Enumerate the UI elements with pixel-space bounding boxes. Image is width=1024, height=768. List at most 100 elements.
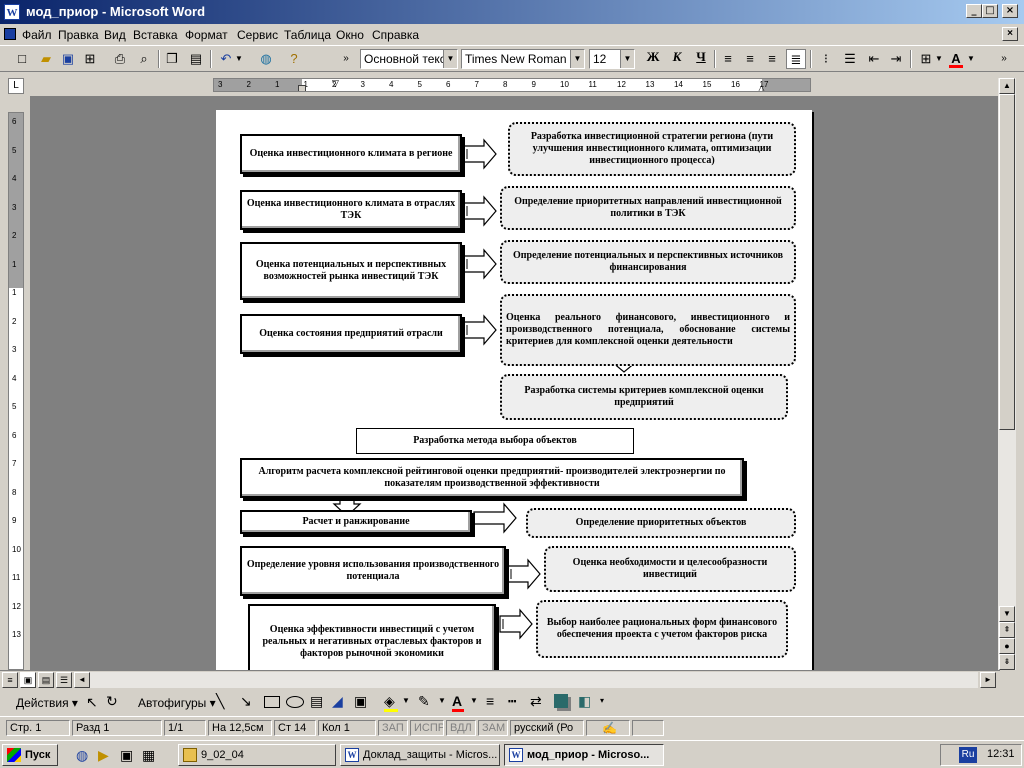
maximize-button[interactable]: □ bbox=[982, 4, 998, 18]
menu-window[interactable]: Окно bbox=[336, 28, 364, 42]
next-page-icon[interactable]: ⇟ bbox=[999, 654, 1015, 670]
clip-art-icon[interactable]: ▣ bbox=[354, 693, 368, 709]
print-preview-icon[interactable]: ⌕ bbox=[140, 51, 148, 66]
drawbar-options-icon[interactable]: ▾ bbox=[600, 696, 605, 705]
status-overtype[interactable]: ЗАМ bbox=[478, 720, 508, 736]
borders-dropdown-icon[interactable]: ▼ bbox=[935, 54, 943, 63]
fill-color-icon[interactable]: ◈ bbox=[384, 693, 398, 712]
toolbar-options-icon[interactable]: » bbox=[343, 53, 349, 64]
dash-style-icon[interactable]: ┅ bbox=[508, 693, 517, 709]
font-select[interactable]: Times New Roman▼ bbox=[461, 49, 585, 69]
numbering-icon[interactable]: ⁝ bbox=[823, 51, 829, 66]
select-objects-icon[interactable]: ↖ bbox=[86, 694, 98, 710]
show-desktop-icon[interactable]: ▦ bbox=[142, 747, 156, 763]
tab-selector-icon[interactable]: L bbox=[8, 78, 24, 94]
fill-color-dropdown-icon[interactable]: ▼ bbox=[402, 696, 410, 705]
quick-launch-icon[interactable]: ▣ bbox=[120, 747, 134, 763]
web-globe-icon[interactable]: ◍ bbox=[260, 51, 272, 66]
menu-tools[interactable]: Сервис bbox=[237, 28, 279, 42]
previous-page-icon[interactable]: ⇞ bbox=[999, 622, 1015, 638]
oval-icon[interactable] bbox=[286, 696, 304, 708]
scroll-down-icon[interactable]: ▼ bbox=[999, 606, 1015, 622]
font-color-dropdown-icon[interactable]: ▼ bbox=[967, 54, 975, 63]
shadow-style-icon[interactable] bbox=[554, 694, 568, 708]
wordart-icon[interactable]: ◢ bbox=[332, 693, 343, 709]
undo-dropdown-icon[interactable]: ▼ bbox=[235, 54, 243, 63]
scroll-left-icon[interactable]: ◄ bbox=[74, 672, 90, 688]
taskbar-item-folder[interactable]: 9_02_04 bbox=[178, 744, 336, 766]
underline-button[interactable]: Ч bbox=[696, 49, 706, 64]
document-page[interactable]: Оценка инвестиционного климата в регионе… bbox=[216, 110, 812, 670]
3d-style-icon[interactable]: ◧ bbox=[578, 693, 592, 709]
text-box-icon[interactable]: ▤ bbox=[310, 693, 324, 709]
status-extend[interactable]: ВДЛ bbox=[446, 720, 476, 736]
browse-object-icon[interactable]: ● bbox=[999, 638, 1015, 654]
italic-button[interactable]: К bbox=[672, 49, 682, 64]
print-icon[interactable]: ⎙ bbox=[114, 51, 126, 66]
print-layout-view-icon[interactable]: ▤ bbox=[38, 672, 54, 688]
outline-view-icon[interactable]: ☰ bbox=[56, 672, 72, 688]
bullets-icon[interactable]: ☰ bbox=[844, 51, 856, 66]
menu-view[interactable]: Вид bbox=[104, 28, 126, 42]
style-select[interactable]: Основной текст▼ bbox=[360, 49, 458, 69]
line-color-icon[interactable]: ✎ bbox=[418, 693, 430, 709]
save-icon[interactable]: ▣ bbox=[61, 51, 75, 66]
first-line-indent-marker[interactable]: ▽ bbox=[332, 78, 339, 88]
taskbar-item-report[interactable]: W Доклад_защиты - Micros... bbox=[340, 744, 500, 766]
close-document-button[interactable]: × bbox=[1002, 27, 1018, 41]
menu-file[interactable]: Файл bbox=[22, 28, 52, 42]
draw-font-color-dropdown-icon[interactable]: ▼ bbox=[470, 696, 478, 705]
left-indent-marker[interactable] bbox=[298, 85, 306, 91]
align-left-icon[interactable]: ≡ bbox=[724, 51, 732, 66]
copy-icon[interactable]: ❐ bbox=[166, 51, 178, 66]
line-icon[interactable]: ╲ bbox=[216, 693, 225, 709]
status-language[interactable]: русский (Ро bbox=[510, 720, 584, 736]
line-color-dropdown-icon[interactable]: ▼ bbox=[438, 696, 446, 705]
decrease-indent-icon[interactable]: ⇤ bbox=[868, 51, 880, 66]
font-size-select[interactable]: 12▼ bbox=[589, 49, 635, 69]
horizontal-ruler[interactable]: 3211234567891011121314151617 ▽ △ bbox=[213, 78, 811, 92]
media-player-icon[interactable]: ▶ bbox=[98, 747, 109, 763]
new-document-icon[interactable]: □ bbox=[18, 51, 26, 66]
right-indent-marker[interactable]: △ bbox=[758, 83, 765, 92]
scroll-right-icon[interactable]: ► bbox=[980, 672, 996, 688]
web-layout-view-icon[interactable]: ▣ bbox=[20, 672, 36, 688]
justify-icon[interactable]: ≣ bbox=[786, 49, 806, 69]
menu-insert[interactable]: Вставка bbox=[133, 28, 178, 42]
arrow-style-icon[interactable]: ⇄ bbox=[530, 693, 542, 709]
font-color-icon[interactable]: A bbox=[946, 49, 966, 69]
normal-view-icon[interactable]: ≡ bbox=[2, 672, 18, 688]
paste-icon[interactable]: ▤ bbox=[189, 51, 203, 66]
toolbar-options-icon[interactable]: » bbox=[1001, 53, 1007, 64]
document-area[interactable]: Оценка инвестиционного климата в регионе… bbox=[30, 96, 998, 670]
actions-menu[interactable]: Действия ▾ bbox=[16, 696, 78, 710]
increase-indent-icon[interactable]: ⇥ bbox=[890, 51, 902, 66]
rotate-icon[interactable]: ↻ bbox=[106, 693, 118, 709]
close-button[interactable]: × bbox=[1002, 4, 1018, 18]
horizontal-scroll-track[interactable] bbox=[90, 672, 978, 688]
rectangle-icon[interactable] bbox=[264, 696, 280, 708]
permission-icon[interactable]: ⊞ bbox=[84, 51, 96, 66]
scroll-up-icon[interactable]: ▲ bbox=[999, 78, 1015, 94]
open-folder-icon[interactable]: ▰ bbox=[41, 51, 51, 66]
status-record-macro[interactable]: ЗАП bbox=[378, 720, 408, 736]
bold-button[interactable]: Ж bbox=[646, 49, 660, 64]
status-track-changes[interactable]: ИСПР bbox=[410, 720, 444, 736]
undo-icon[interactable]: ↶ bbox=[220, 51, 232, 66]
help-assistant-icon[interactable]: ? bbox=[290, 51, 298, 66]
menu-help[interactable]: Справка bbox=[372, 28, 420, 42]
spelling-status-icon[interactable]: ✍ bbox=[586, 720, 630, 736]
draw-font-color-icon[interactable]: A bbox=[452, 693, 464, 712]
internet-explorer-icon[interactable]: ◍ bbox=[76, 747, 89, 763]
line-style-icon[interactable]: ≡ bbox=[486, 693, 495, 709]
vertical-scrollbar[interactable]: ▲ ▼ ⇞ ● ⇟ bbox=[998, 78, 1016, 670]
borders-icon[interactable]: ⊞ bbox=[920, 51, 932, 66]
start-button[interactable]: Пуск bbox=[2, 744, 58, 766]
language-indicator[interactable]: Ru bbox=[959, 747, 977, 763]
arrow-icon[interactable]: ↘ bbox=[240, 693, 252, 709]
document-icon[interactable] bbox=[4, 28, 16, 40]
scroll-thumb[interactable] bbox=[999, 94, 1015, 430]
menu-table[interactable]: Таблица bbox=[284, 28, 332, 42]
minimize-button[interactable]: _ bbox=[966, 4, 982, 18]
menu-format[interactable]: Формат bbox=[185, 28, 228, 42]
